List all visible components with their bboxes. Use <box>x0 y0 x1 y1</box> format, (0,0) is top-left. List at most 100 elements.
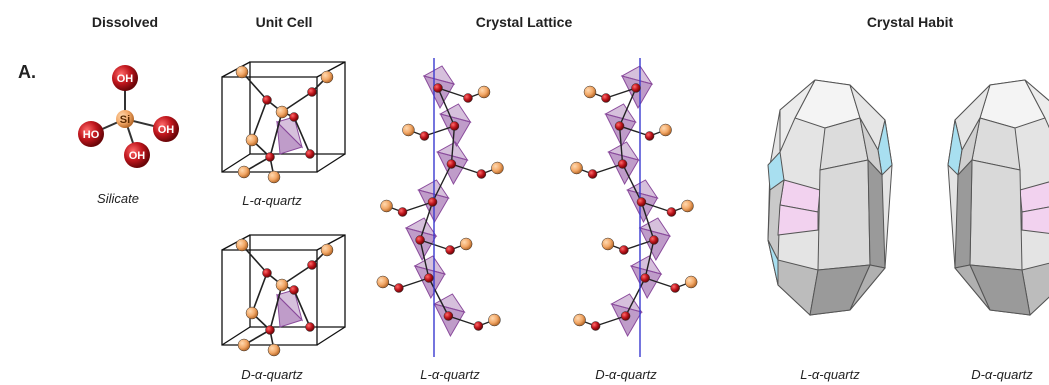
oxygen-atom <box>305 322 315 332</box>
crystal-habit-diagram <box>947 79 1049 316</box>
oxygen-atom <box>601 93 611 103</box>
oxygen-atom <box>289 112 299 122</box>
oxygen-atom <box>620 311 631 321</box>
tetrahedron <box>626 179 659 199</box>
oxygen-atom <box>124 142 150 168</box>
silicon-atom <box>320 70 334 84</box>
oxygen-atom <box>265 325 275 335</box>
silicate-molecule: OH HO OH OH Si <box>78 65 179 168</box>
silicon-atom <box>267 343 281 357</box>
silicon-atom <box>320 243 334 257</box>
caption-unit-cell-right: D-α-quartz <box>241 367 303 382</box>
unit-cell-diagram <box>221 234 346 357</box>
oxygen-atom <box>473 321 484 331</box>
caption-silicate: Silicate <box>97 191 139 206</box>
oxygen-atom <box>445 245 455 255</box>
oxygen-atom <box>153 116 179 142</box>
silicon-atom <box>491 161 504 175</box>
oxygen-atom <box>631 83 641 93</box>
oxygen-atom <box>617 159 628 169</box>
oxygen-atom <box>307 87 317 97</box>
caption-habit-left: L-α-quartz <box>800 367 860 382</box>
crystal-face <box>779 79 816 153</box>
unit-cell-diagram <box>221 61 346 184</box>
crystal-face <box>969 159 1023 271</box>
oxygen-atom <box>590 321 601 331</box>
panel-label: A. <box>18 62 36 82</box>
crystal-face-pink <box>1021 206 1049 234</box>
tetrahedron <box>404 217 438 237</box>
atom-label: OH <box>158 124 175 136</box>
tetrahedron <box>607 141 640 161</box>
tetrahedron <box>620 65 654 85</box>
crystal-face <box>1024 79 1049 129</box>
oxygen-atom <box>446 159 457 169</box>
silicon-atom <box>237 338 251 352</box>
caption-lattice-left: L-α-quartz <box>420 367 480 382</box>
tetrahedron <box>433 293 466 313</box>
tetrahedron <box>439 103 472 123</box>
atom-label: Si <box>120 114 130 126</box>
crystal-face <box>849 264 886 311</box>
oxygen-atom <box>644 131 655 141</box>
oxygen-atom <box>449 121 460 131</box>
silicon-atom <box>459 237 473 251</box>
silicon-atom <box>380 199 393 213</box>
header-crystal-habit: Crystal Habit <box>866 14 954 30</box>
crystal-lattice-diagram <box>570 58 698 357</box>
oxygen-atom <box>424 273 434 283</box>
oxygen-atom <box>649 235 659 245</box>
oxygen-atom <box>619 245 629 255</box>
oxygen-atom <box>666 207 677 217</box>
silicon-atom <box>275 105 289 119</box>
oxygen-atom <box>262 268 272 278</box>
tetrahedron <box>422 65 456 85</box>
oxygen-atom <box>307 260 317 270</box>
oxygen-atom <box>289 285 299 295</box>
crystal-face <box>867 158 886 269</box>
caption-lattice-right: D-α-quartz <box>595 367 657 382</box>
oxygen-atom <box>419 131 430 141</box>
silicon-atom <box>681 199 694 213</box>
oxygen-atom <box>415 235 425 245</box>
oxygen-atom <box>305 149 315 159</box>
header-unit-cell: Unit Cell <box>255 14 313 30</box>
oxygen-atom <box>78 121 104 147</box>
silicon-atom <box>245 133 259 147</box>
oxygen-atom <box>433 83 443 93</box>
caption-unit-cell-left: L-α-quartz <box>242 193 302 208</box>
tetrahedron <box>610 293 643 313</box>
crystal-face <box>954 264 991 311</box>
header-dissolved: Dissolved <box>91 14 159 30</box>
silicon-atom <box>376 275 390 289</box>
silicon-atom <box>116 110 134 128</box>
silicon-atom <box>570 161 583 175</box>
oxygen-atom <box>394 283 404 293</box>
silicon-atom <box>245 306 259 320</box>
oxygen-atom <box>587 169 598 179</box>
oxygen-atom <box>427 197 438 207</box>
tetrahedron <box>604 103 637 123</box>
crystal-face-pink <box>777 204 819 236</box>
silicon-atom <box>237 165 251 179</box>
caption-habit-right: D-α-quartz <box>971 367 1033 382</box>
oxygen-atom <box>262 95 272 105</box>
crystal-face <box>817 159 871 271</box>
silicon-atom <box>402 123 415 137</box>
silicon-atom <box>659 123 672 137</box>
oxygen-atom <box>443 311 454 321</box>
silicon-atom <box>583 85 597 99</box>
oxygen-atom <box>476 169 487 179</box>
silicon-atom <box>601 237 615 251</box>
crystal-face <box>954 158 973 269</box>
crystal-lattice-diagram <box>376 58 504 357</box>
oxygen-atom <box>463 93 473 103</box>
oxygen-atom <box>397 207 408 217</box>
oxygen-atom <box>265 152 275 162</box>
oxygen-atom <box>640 273 650 283</box>
atom-label: OH <box>129 150 146 162</box>
silicon-atom <box>477 85 491 99</box>
oxygen-atom <box>636 197 647 207</box>
atom-label: OH <box>117 73 134 85</box>
